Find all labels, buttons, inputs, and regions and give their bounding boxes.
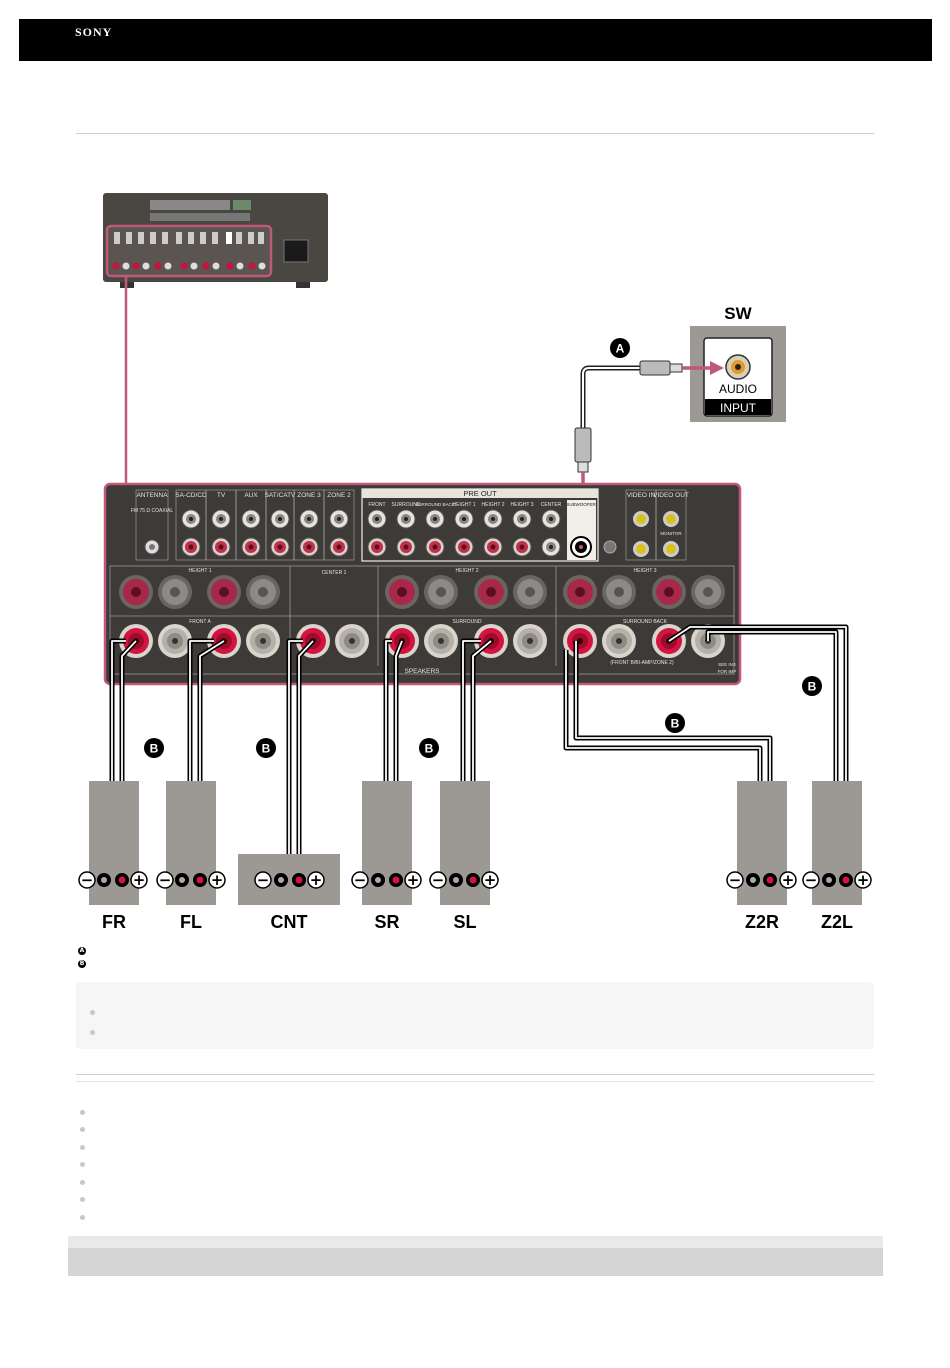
terminal-minus-sr: − <box>354 871 367 889</box>
list-bullet <box>80 1215 85 1220</box>
terminal-plus-z2l: + <box>857 871 870 889</box>
receiver-thumbnail <box>103 193 328 288</box>
label-pre-subwoofer: SUBWOOFER <box>566 502 596 507</box>
label-pre-surround: SURROUND <box>392 502 421 508</box>
label-pre-front: FRONT <box>368 502 385 508</box>
footer-bar <box>68 1236 883 1276</box>
terminal-minus-z2r: − <box>729 871 742 889</box>
speaker-label-sr: SR <box>374 912 399 932</box>
note-box <box>76 982 874 1049</box>
cable-marker-b-3: B <box>425 742 434 756</box>
label-see-ins: SEE INS <box>718 662 736 667</box>
label-for-imp: FOR IMP <box>718 669 737 674</box>
label-zone2: ZONE 2 <box>327 492 351 499</box>
label-video-out: VIDEO OUT <box>653 492 689 499</box>
terminal-plus-fl: + <box>211 871 224 889</box>
terminal-plus-cnt: + <box>310 871 323 889</box>
label-height3: HEIGHT 3 <box>634 568 657 574</box>
label-pre-height2: HEIGHT 2 <box>482 502 505 508</box>
terminal-plus-fr: + <box>133 871 146 889</box>
label-video-in: VIDEO IN <box>627 492 656 499</box>
list-bullet <box>80 1127 85 1132</box>
speaker-label-sl: SL <box>453 912 476 932</box>
list-bullet <box>80 1197 85 1202</box>
list-bullet <box>80 1180 85 1185</box>
brand-logo: SONY <box>75 25 113 39</box>
label-front-b-zone2: (FRONT B/BI-AMP/ZONE 2) <box>610 660 674 666</box>
label-satcatv: SAT/CATV <box>265 492 296 499</box>
label-sacd: SA-CD/CD <box>175 492 207 499</box>
label-center1: CENTER 1 <box>322 570 347 576</box>
label-aux: AUX <box>244 492 258 499</box>
terminal-minus-sl: − <box>432 871 445 889</box>
label-height2: HEIGHT 2 <box>456 568 479 574</box>
terminal-minus-z2l: − <box>805 871 818 889</box>
cable-marker-b-1: B <box>150 742 159 756</box>
label-zone3: ZONE 3 <box>297 492 321 499</box>
header-bar: SONY <box>19 19 932 61</box>
terminal-plus-z2r: + <box>782 871 795 889</box>
note-bullet <box>90 1030 95 1035</box>
cable-marker-a: A <box>616 342 625 356</box>
subwoofer-title: SW <box>724 304 752 323</box>
connection-diagram: SW AUDIO INPUT A ANTENNA FM 75 Ω COAXIAL… <box>78 193 872 932</box>
note-bullet <box>90 1010 95 1015</box>
legend-marker-a: A <box>78 947 86 955</box>
terminal-minus-cnt: − <box>257 871 270 889</box>
label-speakers: SPEAKERS <box>404 668 440 675</box>
list-bullet <box>80 1145 85 1150</box>
cable-marker-b-2: B <box>262 742 271 756</box>
speaker-label-z2r: Z2R <box>745 912 779 932</box>
label-fm: FM 75 Ω COAXIAL <box>131 508 174 514</box>
subwoofer-jack-label: AUDIO <box>719 382 757 396</box>
speaker-label-z2l: Z2L <box>821 912 853 932</box>
cable-marker-b-5: B <box>808 680 817 694</box>
terminal-plus-sr: + <box>407 871 420 889</box>
section-divider <box>76 1074 874 1075</box>
speaker-label-fr: FR <box>102 912 126 932</box>
terminal-minus-fl: − <box>159 871 172 889</box>
label-height1: HEIGHT 1 <box>189 568 212 574</box>
label-pre-center: CENTER <box>541 502 562 508</box>
cable-marker-b-4: B <box>671 717 680 731</box>
receiver-back-panel: ANTENNA FM 75 Ω COAXIAL SA-CD/CD TV AUX … <box>103 482 742 686</box>
label-pre-surround-back: SURROUND BACK <box>415 502 455 507</box>
label-front-a: FRONT A <box>189 619 211 625</box>
section-divider <box>76 1081 874 1082</box>
subwoofer-input-label: INPUT <box>720 401 757 415</box>
legend-item-b: B <box>78 958 86 968</box>
label-antenna: ANTENNA <box>136 492 168 499</box>
list-bullet <box>80 1162 85 1167</box>
list-bullet <box>80 1110 85 1115</box>
label-pre-height3: HEIGHT 3 <box>511 502 534 508</box>
label-monitor: MONITOR <box>660 531 682 536</box>
label-pre-height1: HEIGHT 1 <box>453 502 476 508</box>
label-tv: TV <box>217 492 226 499</box>
terminal-plus-sl: + <box>484 871 497 889</box>
speaker-label-fl: FL <box>180 912 202 932</box>
terminal-minus-fr: − <box>81 871 94 889</box>
legend-item-a: A <box>78 945 86 955</box>
label-pre-out: PRE OUT <box>463 489 497 498</box>
label-surround: SURROUND <box>453 619 482 625</box>
speaker-boxes <box>89 781 862 905</box>
label-surround-back: SURROUND BACK <box>623 619 668 625</box>
speaker-label-cnt: CNT <box>271 912 308 932</box>
legend-marker-b: B <box>78 960 86 968</box>
top-divider <box>76 133 874 134</box>
